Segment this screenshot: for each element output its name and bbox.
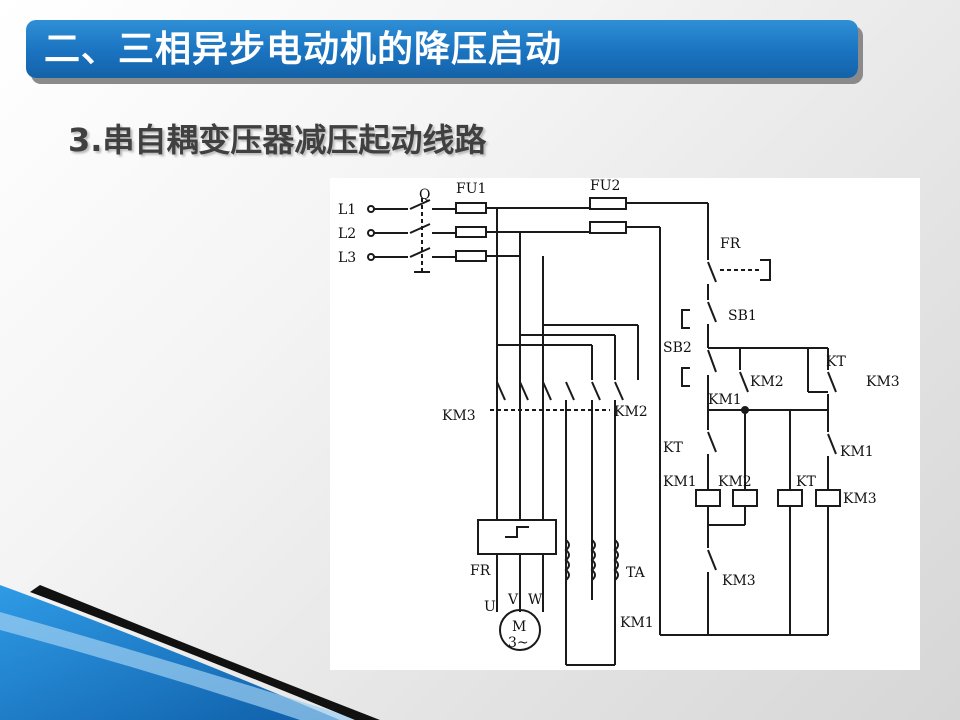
label-motor-phase: 3~	[508, 635, 529, 651]
circuit-diagram-svg: L1 L2 L3 Q FU1 FU2 FR SB1 SB2 KT KM3 KM2…	[338, 178, 900, 666]
label-sb2: SB2	[663, 340, 692, 356]
label-km1-main: KM1	[620, 615, 654, 631]
label-v: V	[507, 592, 519, 608]
label-km3-top: KM3	[866, 374, 900, 390]
slide-subtitle: 3.串自耦变压器减压起动线路	[68, 121, 487, 159]
label-km1-coil: KM1	[663, 474, 697, 490]
label-ta: TA	[626, 565, 646, 581]
label-km2-contact: KM2	[750, 374, 784, 390]
label-w: W	[528, 592, 543, 608]
label-km3-coil: KM3	[843, 491, 877, 507]
label-u: U	[484, 599, 496, 615]
label-kt-contact: KT	[663, 440, 683, 456]
label-motor-m: M	[512, 619, 526, 635]
label-fu2: FU2	[590, 178, 620, 194]
title-bar	[26, 20, 858, 78]
label-fr-main: FR	[470, 563, 491, 579]
label-km3-interlock: KM3	[722, 573, 756, 589]
label-l2: L2	[338, 226, 356, 242]
label-km2-coil: KM2	[718, 474, 752, 490]
slide-title: 二、三相异步电动机的降压启动	[44, 29, 563, 70]
label-km2-main: KM2	[614, 404, 648, 420]
label-km1-contact: KM1	[708, 392, 742, 408]
wiring	[367, 197, 841, 666]
label-fu1: FU1	[456, 181, 486, 197]
label-km1-mid: KM1	[840, 444, 874, 460]
label-l3: L3	[338, 250, 356, 266]
label-sb1: SB1	[728, 308, 757, 324]
label-km3-main: KM3	[442, 408, 476, 424]
label-kt-top: KT	[826, 354, 846, 370]
label-fr-control: FR	[720, 236, 741, 252]
circuit-diagram: L1 L2 L3 Q FU1 FU2 FR SB1 SB2 KT KM3 KM2…	[330, 178, 920, 670]
label-kt-coil: KT	[796, 474, 816, 490]
label-q: Q	[419, 187, 430, 203]
label-l1: L1	[338, 202, 356, 218]
diagram-labels: L1 L2 L3 Q FU1 FU2 FR SB1 SB2 KT KM3 KM2…	[338, 178, 900, 651]
